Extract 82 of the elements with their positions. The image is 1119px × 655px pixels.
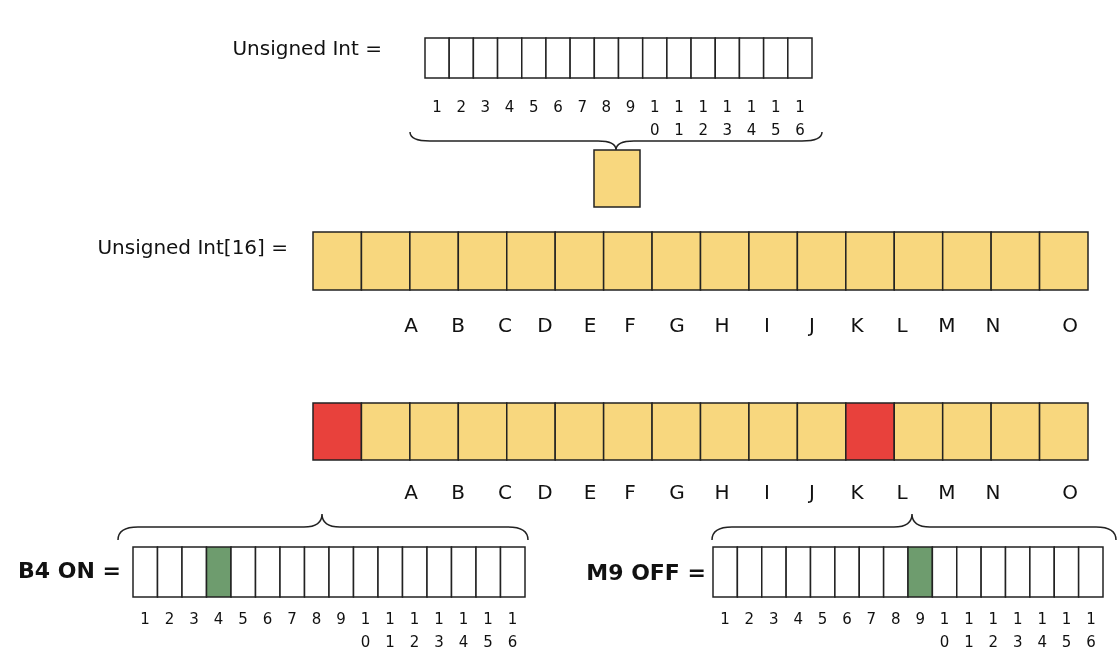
element-letter: N [985, 315, 1001, 335]
bit-number: 1 [720, 609, 730, 630]
bit-number: 1 0 [939, 609, 950, 653]
bit-number: 6 [842, 609, 852, 630]
element-letter: M [938, 482, 956, 502]
element-letter: C [498, 315, 512, 335]
bit-number: 1 4 [458, 609, 469, 653]
bit-number: 5 [817, 609, 828, 630]
bit-number: 1 0 [360, 609, 371, 653]
element-letter: I [764, 315, 770, 335]
element-letter: K [850, 482, 864, 502]
bit-number: 3 [480, 97, 491, 118]
element-letter: A [404, 482, 418, 502]
bit-number: 9 [336, 609, 346, 630]
bit-number: 1 3 [1012, 609, 1023, 653]
bit-number: 4 [793, 609, 804, 630]
element-letter: J [809, 315, 815, 335]
bit-number: 6 [553, 97, 563, 118]
equation-label: M9 OFF = [586, 562, 706, 584]
element-letter: D [537, 482, 553, 502]
equation-label: B4 ON = [18, 560, 121, 582]
element-letter: L [896, 482, 908, 502]
bit-number: 1 1 [385, 609, 395, 653]
bit-number: 4 [504, 97, 515, 118]
bit-number: 6 [262, 609, 273, 630]
element-letter: C [498, 482, 512, 502]
element-letter: L [896, 315, 908, 335]
element-letter: E [583, 315, 597, 335]
bit-number: 1 6 [795, 97, 805, 141]
bit-number: 1 6 [1086, 609, 1096, 653]
bit-number: 2 [164, 609, 175, 630]
bit-number: 1 [140, 609, 150, 630]
element-letter: J [809, 482, 815, 502]
element-letter: O [1062, 482, 1078, 502]
bit-number: 1 0 [649, 97, 660, 141]
bit-number: 1 1 [674, 97, 684, 141]
bit-number: 9 [915, 609, 926, 630]
bit-number: 1 4 [1037, 609, 1048, 653]
bit-number: 1 5 [483, 609, 493, 653]
bit-number: 1 5 [1061, 609, 1072, 653]
bit-number: 9 [625, 97, 636, 118]
bit-number: 7 [287, 609, 297, 630]
bit-number: 5 [238, 609, 248, 630]
element-letter: H [714, 482, 730, 502]
element-letter: E [583, 482, 597, 502]
element-letter: A [404, 315, 418, 335]
bit-number: 3 [768, 609, 779, 630]
element-letter: F [624, 482, 636, 502]
element-letter: B [451, 315, 465, 335]
bit-number: 3 [189, 609, 199, 630]
element-letter: K [850, 315, 864, 335]
equation-label: Unsigned Int = [232, 38, 382, 58]
bit-number: 1 3 [434, 609, 444, 653]
element-letter: I [764, 482, 770, 502]
bit-number: 1 6 [507, 609, 518, 653]
bit-number: 2 [744, 609, 755, 630]
bit-number: 1 [432, 97, 442, 118]
element-letter: N [985, 482, 1001, 502]
bit-number: 2 [456, 97, 467, 118]
element-letter: H [714, 315, 730, 335]
bit-number: 1 2 [988, 609, 999, 653]
bit-number: 7 [577, 97, 588, 118]
bit-number: 8 [890, 609, 901, 630]
bit-number: 7 [866, 609, 877, 630]
element-letter: D [537, 315, 553, 335]
bit-number: 1 3 [722, 97, 733, 141]
element-letter: B [451, 482, 465, 502]
bit-number: 4 [213, 609, 224, 630]
element-letter: F [624, 315, 636, 335]
bit-number: 1 2 [698, 97, 709, 141]
element-letter: M [938, 315, 956, 335]
bit-number: 1 1 [964, 609, 974, 653]
bit-number: 1 2 [409, 609, 420, 653]
bit-number: 1 5 [770, 97, 781, 141]
bit-number: 8 [311, 609, 322, 630]
element-letter: G [669, 482, 685, 502]
element-letter: O [1062, 315, 1078, 335]
bit-number: 8 [601, 97, 612, 118]
element-letter: G [669, 315, 685, 335]
bit-number: 5 [528, 97, 539, 118]
bit-number: 1 4 [746, 97, 757, 141]
equation-label: Unsigned Int[16] = [97, 237, 288, 257]
